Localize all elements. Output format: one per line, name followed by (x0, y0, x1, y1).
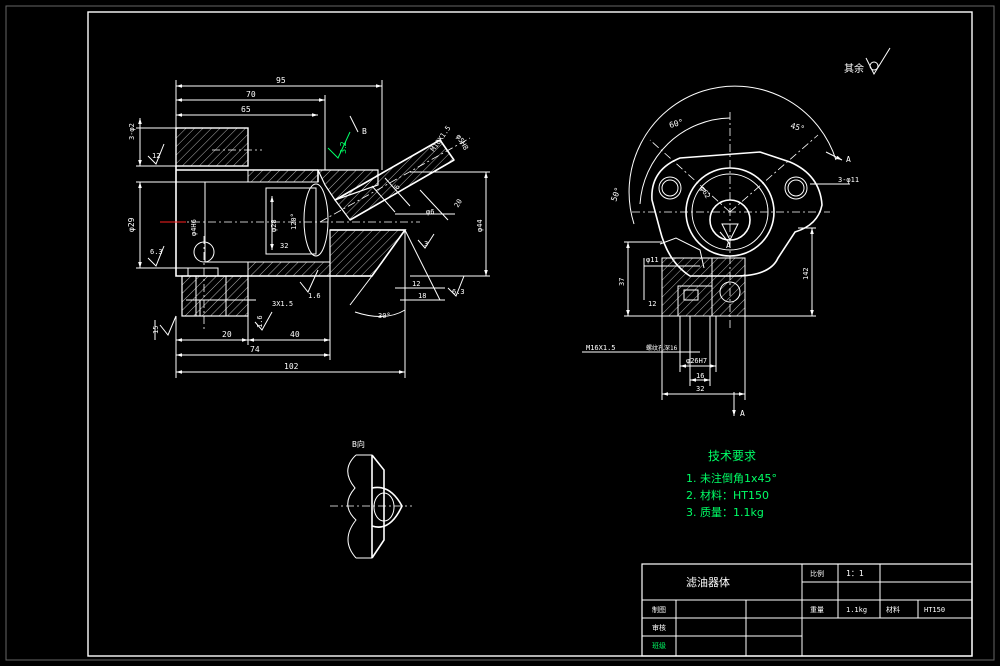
view-b: B向 (330, 439, 412, 559)
dim-20: 20 (222, 330, 232, 339)
dim-phi5h8: φ5H8 (454, 133, 469, 152)
tech-req-title: 技术要求 (708, 449, 756, 463)
dim-12: 12 (152, 152, 160, 160)
tech-req-item-1: 1. 未注倒角1x45° (686, 471, 777, 485)
outer-frame (5, 5, 995, 661)
scale-value: 1：1 (846, 569, 864, 578)
side-view: 其余 (582, 47, 891, 416)
dim-12-b: 12 (412, 280, 420, 288)
dim-70: 70 (246, 90, 256, 99)
dim-40: 40 (290, 330, 300, 339)
dim-74: 74 (250, 345, 260, 354)
weight-value: 1.1kg (846, 606, 867, 614)
part-name: 滤油器体 (686, 575, 730, 589)
view-b-label: B向 (352, 439, 365, 449)
dim-m16: M16X1.5 (586, 344, 616, 352)
check-label: 审核 (652, 623, 666, 632)
hatch-top-boss (175, 127, 249, 167)
tech-req-item-3: 3. 质量：1.1kg (686, 506, 764, 519)
dim-32: 32 (280, 242, 288, 250)
dim-phi62: φ62 (698, 185, 711, 200)
dim-16-side: 16 (696, 372, 704, 380)
hatch-bottom-body (247, 261, 331, 277)
dim-1-6-b: 1.6 (256, 315, 264, 328)
dim-phi4h6: φ4H6 (190, 219, 198, 236)
body-outline (175, 166, 407, 277)
section-a-top: A (846, 155, 851, 164)
dim-1-6: 1.6 (308, 292, 321, 300)
dim-3phi2: 3-φ2 (128, 123, 136, 140)
dim-phi29: φ29 (127, 217, 136, 232)
flange-outline (651, 151, 823, 277)
section-a-center: A (726, 241, 731, 250)
front-section-view (136, 80, 490, 378)
material-value: HT150 (924, 606, 945, 614)
dim-12-side: 12 (648, 300, 656, 308)
dim-6-b: 6 (393, 183, 402, 191)
dim-37: 37 (618, 278, 626, 286)
hatch-right-lower (329, 229, 407, 277)
dim-30deg: 30° (378, 312, 391, 320)
scale-label: 比例 (810, 569, 824, 578)
dim-18: 18 (418, 292, 426, 300)
dim-65: 65 (241, 105, 251, 114)
dim-95: 95 (276, 76, 286, 85)
angle-50: 50° (609, 186, 622, 203)
bottom-fitting (181, 275, 249, 317)
dim-3-b: 3 (424, 240, 428, 248)
dim-6-3-a: 6.3 (150, 248, 163, 256)
dim-142: 142 (802, 267, 810, 280)
side-hatch-right (711, 257, 746, 317)
dim-120: 120° (290, 213, 298, 230)
dim-15: 15 (152, 326, 160, 334)
tech-req-item-2: 2. 材料：HT150 (686, 488, 769, 502)
dim-6-3-b: 6.3 (452, 288, 465, 296)
dim-20-b: 20 (453, 198, 464, 209)
material-label: 材料 (886, 605, 900, 614)
section-b-label: B (362, 127, 367, 136)
inner-frame (87, 11, 973, 657)
dim-phi6: φ6 (426, 208, 434, 216)
section-a-bottom: A (740, 409, 745, 418)
dim-phi26h7: φ26H7 (686, 357, 707, 365)
left-dimension-texts: 95 70 65 3-φ2 12 φ29 6.3 φ4H6 φ28 120° 3… (127, 76, 484, 371)
hatch-top-body (247, 169, 319, 183)
rest-roughness-label: 其余 (844, 62, 864, 75)
angle-60: 60° (668, 117, 684, 129)
dim-phi44: φ44 (476, 219, 484, 232)
technical-requirements: 技术要求 1. 未注倒角1x45° 2. 材料：HT150 3. 质量：1.1k… (686, 449, 777, 519)
design-label: 制图 (652, 605, 666, 614)
dim-102: 102 (284, 362, 299, 371)
dim-3-phi11: 3-φ11 (838, 176, 859, 184)
dim-32-side: 32 (696, 385, 704, 393)
thread-note: 螺纹孔深16 (646, 344, 678, 352)
dim-3-2-green: 3.2 (339, 141, 348, 154)
weight-label: 重量 (810, 606, 824, 614)
school-label: 班级 (652, 641, 666, 650)
dim-phi28: φ28 (270, 219, 278, 232)
angle-45: 45° (789, 121, 805, 133)
title-block: 滤油器体 比例 1：1 重量 1.1kg 材料 HT150 制图 审核 班级 (641, 563, 973, 657)
side-hatch-left (661, 257, 713, 317)
dim-phi11: φ11 (646, 256, 659, 264)
dim-3x1-5: 3X1.5 (272, 300, 293, 308)
